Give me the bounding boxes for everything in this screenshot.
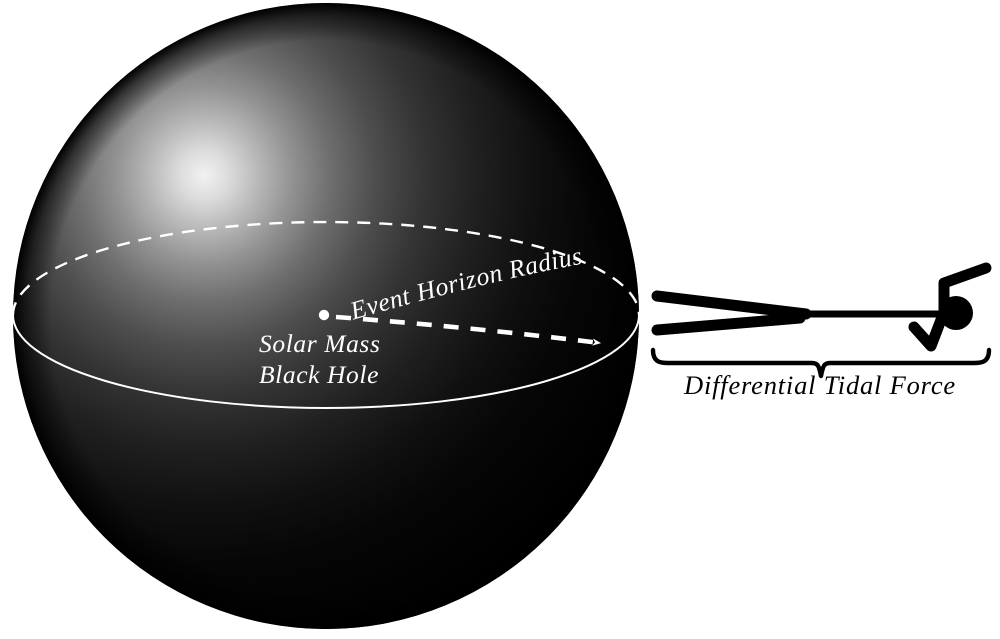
- equator-front-arc: [12, 314, 640, 409]
- radius-arrow-line: [335, 314, 602, 346]
- solar-mass-label: Solar Mass: [259, 329, 380, 358]
- spaghettified-astronaut: [651, 262, 992, 352]
- astronaut-leg-upper: [651, 290, 812, 320]
- black-hole-label: Black Hole: [259, 360, 379, 389]
- differential-tidal-force-brace: [650, 347, 992, 379]
- brace-path: [650, 347, 992, 379]
- astronaut-leg-lower: [651, 312, 806, 336]
- equator-back-arc: [11, 220, 641, 316]
- event-horizon-radius-arrow: [335, 314, 602, 346]
- astronaut-head: [939, 296, 973, 330]
- astronaut-arm-lowered: [908, 306, 950, 352]
- event-horizon-equator-ellipse: [11, 220, 641, 409]
- singularity-dot: [318, 309, 330, 321]
- differential-tidal-force-label: Differential Tidal Force: [683, 370, 956, 400]
- solar-mass-black-hole-label: Solar Mass Black Hole: [259, 329, 380, 389]
